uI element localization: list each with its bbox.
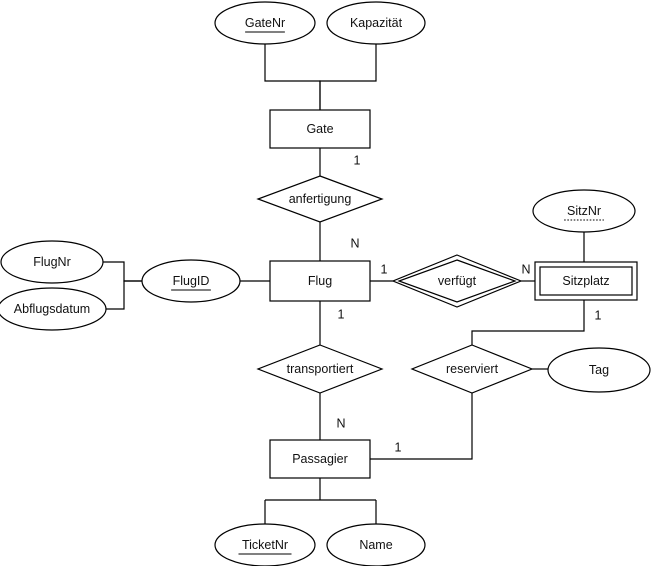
- attribute-label: FlugNr: [33, 255, 71, 269]
- entity-sitzplatz[interactable]: Sitzplatz: [534, 261, 638, 301]
- attribute-name[interactable]: Name: [326, 523, 426, 566]
- entity-box: [269, 260, 371, 302]
- attribute-ellipse: [0, 287, 107, 331]
- cardinality-label: 1: [338, 307, 345, 321]
- attribute-ellipse: [214, 1, 316, 45]
- attribute-abflugsdatum[interactable]: Abflugsdatum: [0, 287, 107, 331]
- identifying-relationship-inner-diamond: [397, 259, 517, 303]
- entity-gate[interactable]: Gate: [269, 109, 371, 149]
- attribute-ellipse: [326, 1, 426, 45]
- cardinality-label: N: [336, 416, 345, 430]
- relationship-diamond: [410, 344, 534, 394]
- attribute-ellipse: [214, 523, 316, 566]
- relationship-diamond: [391, 254, 523, 308]
- entity-flug[interactable]: Flug: [269, 260, 371, 302]
- attribute-ellipse: [141, 259, 241, 303]
- relationship-layer: anfertigung verfügt transportiert reservier…: [256, 175, 534, 394]
- cardinality-label: 1: [354, 153, 361, 167]
- entity-label: Gate: [306, 122, 333, 136]
- relationship-diamond: [256, 344, 384, 394]
- attribute-label: SitzNr: [567, 204, 601, 218]
- cardinality-label: N: [350, 236, 359, 250]
- attribute-ellipse: [532, 189, 636, 233]
- connector-layer: [103, 44, 585, 524]
- attribute-label: Kapazität: [350, 16, 403, 30]
- attribute-flugid[interactable]: FlugID: [141, 259, 241, 303]
- cardinality-label: 1: [381, 262, 388, 276]
- connector-line: [103, 261, 142, 282]
- cardinality-label: 1: [395, 440, 402, 454]
- connector-line: [370, 393, 473, 460]
- attribute-flugnr[interactable]: FlugNr: [0, 240, 104, 284]
- relationship-label: transportiert: [287, 362, 354, 376]
- attribute-ticketnr[interactable]: TicketNr: [214, 523, 316, 566]
- relationship-label: anfertigung: [289, 192, 352, 206]
- connector-line: [106, 280, 142, 310]
- attribute-gatenr[interactable]: GateNr: [214, 1, 316, 45]
- relationship-reserviert[interactable]: reserviert: [410, 344, 534, 394]
- attribute-label: FlugID: [173, 274, 210, 288]
- entity-label: Passagier: [292, 452, 348, 466]
- connector-line: [264, 44, 321, 110]
- cardinality-label: 1: [595, 308, 602, 322]
- entity-box: [534, 261, 638, 301]
- attribute-tag[interactable]: Tag: [547, 347, 651, 393]
- attribute-ellipse: [326, 523, 426, 566]
- attribute-label: Abflugsdatum: [14, 302, 90, 316]
- attribute-ellipse: [547, 347, 651, 393]
- entity-label: Sitzplatz: [562, 274, 609, 288]
- connector-line: [319, 44, 377, 110]
- relationship-anfertigung[interactable]: anfertigung: [256, 175, 384, 223]
- entity-box: [269, 109, 371, 149]
- attribute-label: GateNr: [245, 16, 285, 30]
- attribute-kapazitaet[interactable]: Kapazität: [326, 1, 426, 45]
- entity-passagier[interactable]: Passagier: [269, 439, 371, 479]
- attribute-ellipse: [0, 240, 104, 284]
- entity-label: Flug: [308, 274, 332, 288]
- weak-entity-inner-box: [539, 266, 633, 296]
- relationship-diamond: [256, 175, 384, 223]
- attribute-label: Tag: [589, 363, 609, 377]
- relationship-label: verfügt: [438, 274, 477, 288]
- attribute-sitznr[interactable]: SitzNr: [532, 189, 636, 233]
- connector-line: [471, 300, 585, 345]
- relationship-verfuegt[interactable]: verfügt: [391, 254, 523, 308]
- relationship-label: reserviert: [446, 362, 499, 376]
- cardinality-label: N: [521, 262, 530, 276]
- entity-box: [269, 439, 371, 479]
- attribute-label: Name: [359, 538, 392, 552]
- attribute-label: TicketNr: [242, 538, 288, 552]
- relationship-transportiert[interactable]: transportiert: [256, 344, 384, 394]
